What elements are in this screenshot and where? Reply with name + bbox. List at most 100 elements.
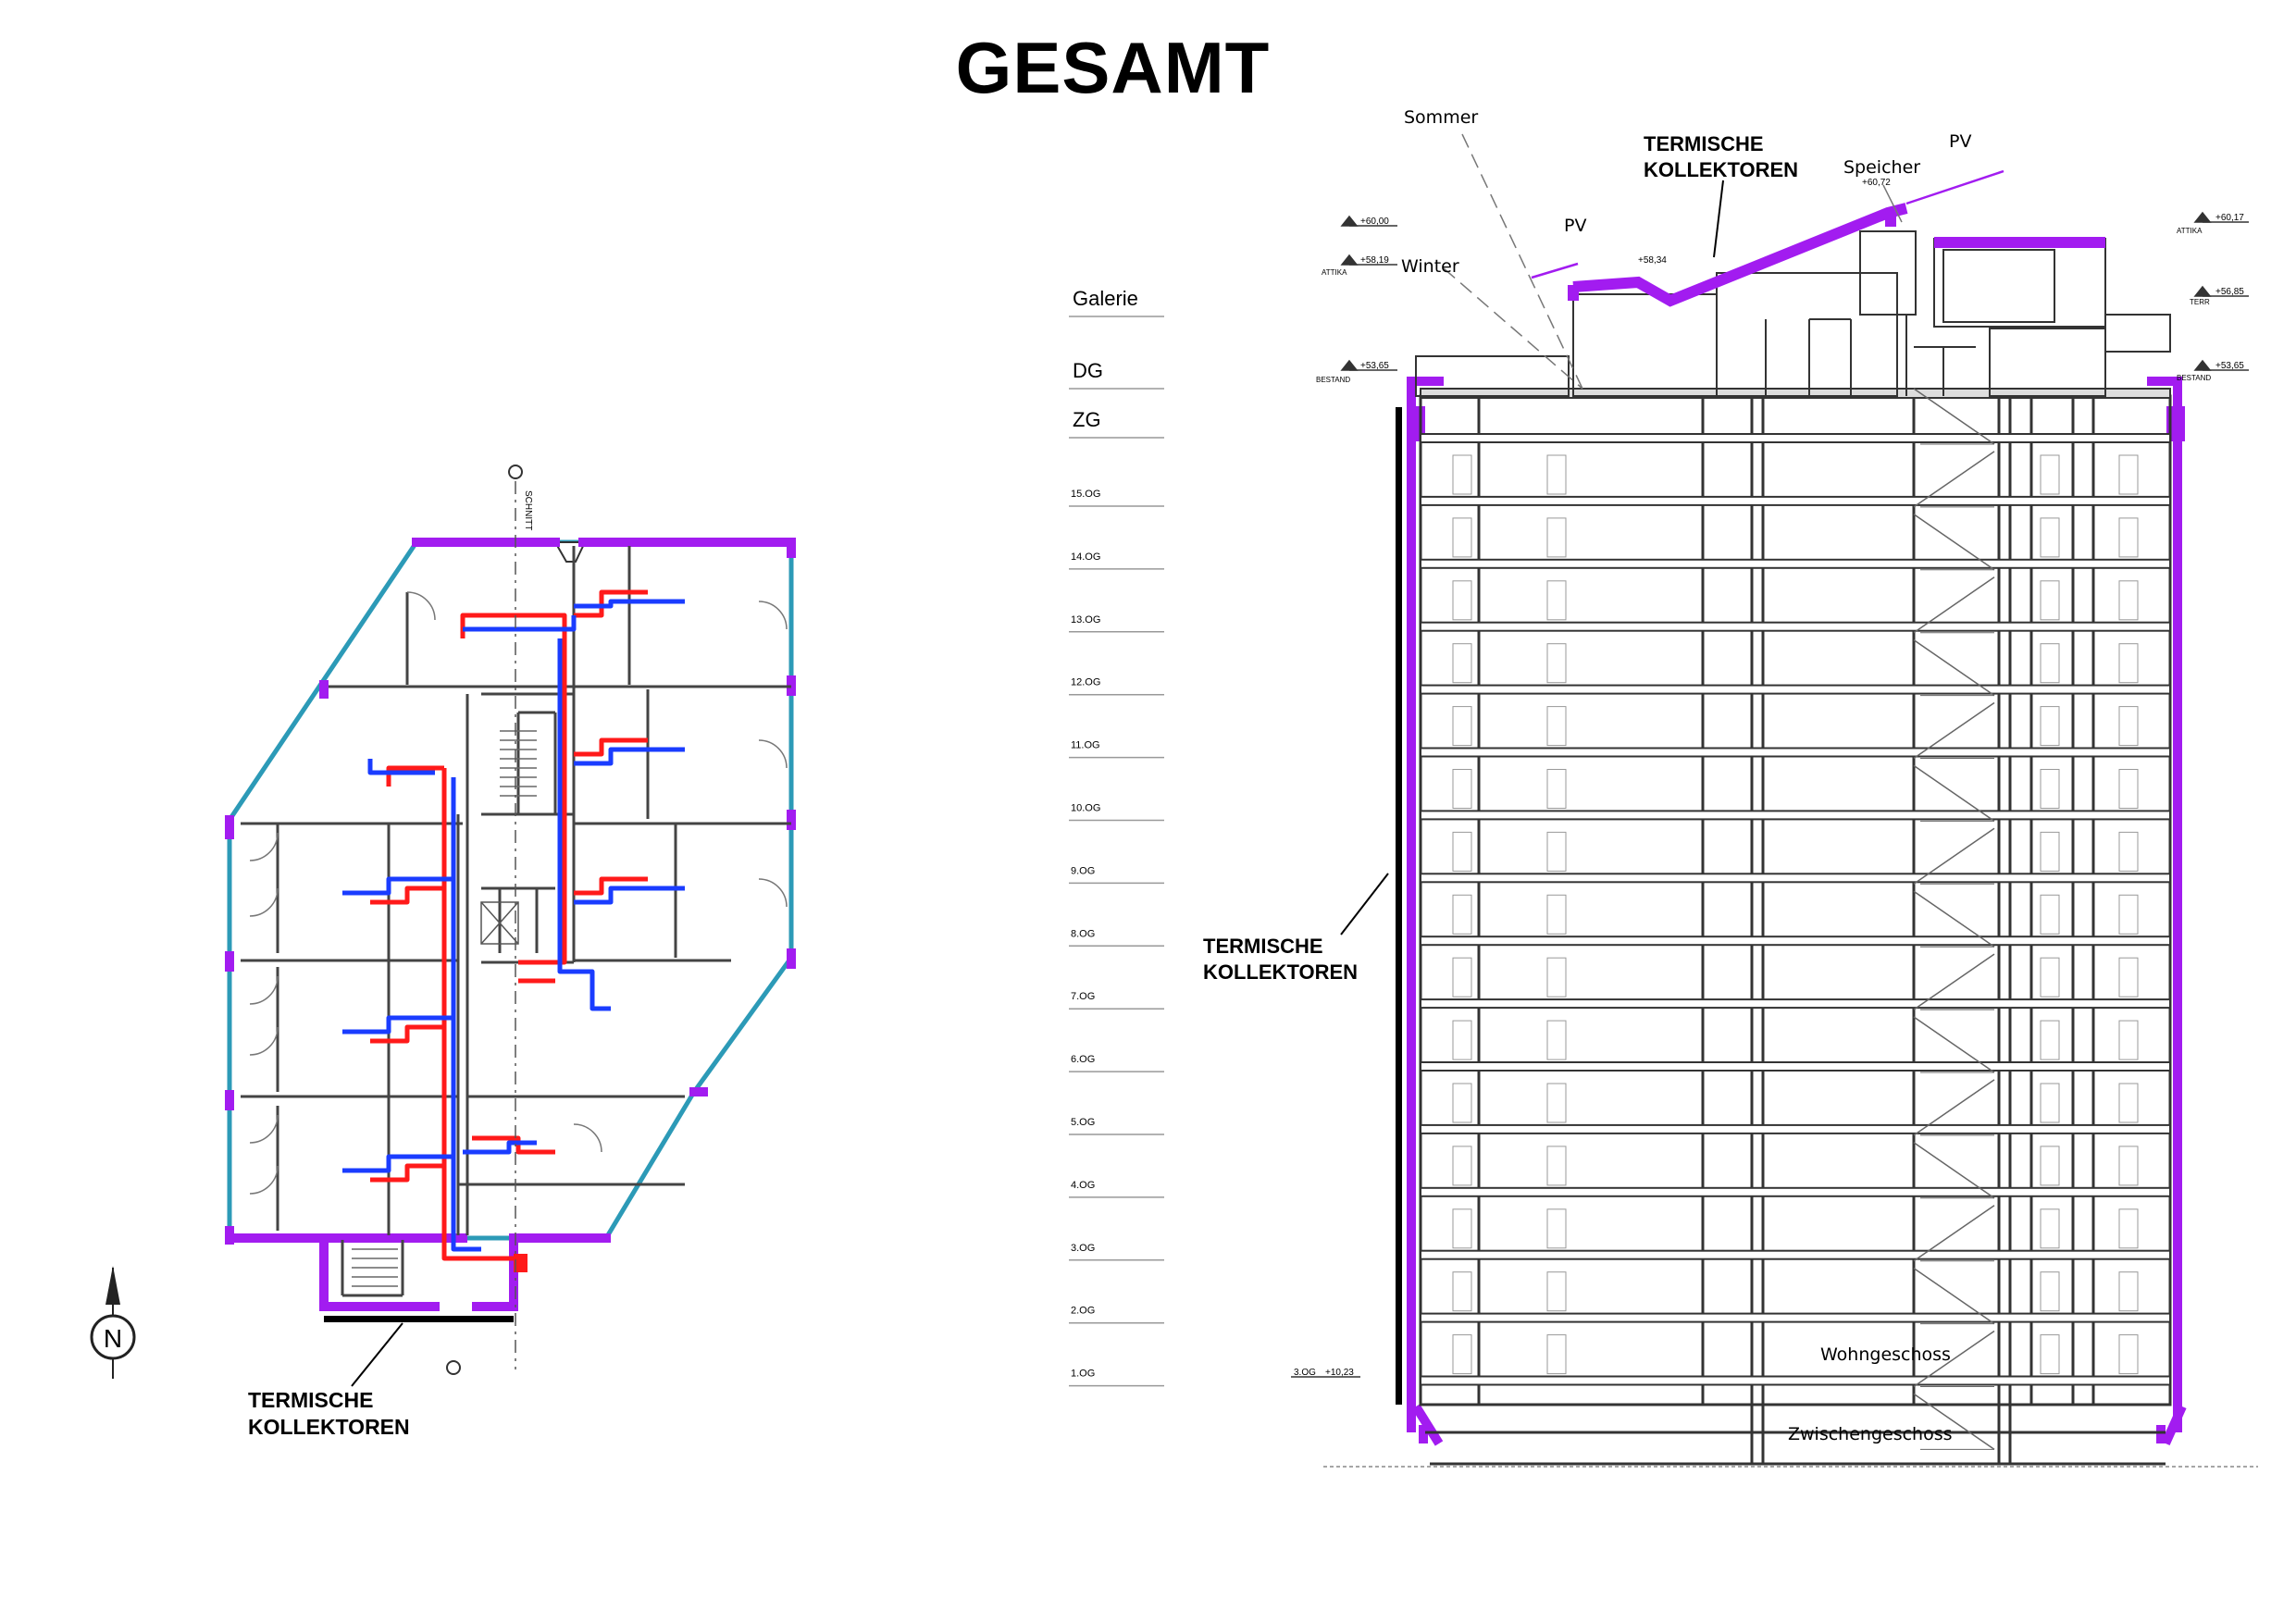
level-label-9: 9.OG <box>1071 865 1095 876</box>
door-mark <box>1452 1146 1472 1186</box>
door-mark <box>2040 1208 2060 1249</box>
magenta-edges <box>225 538 796 1311</box>
floor-slab <box>1420 747 2171 758</box>
door-mark <box>2040 894 2060 935</box>
stair-flight <box>1913 1079 1995 1136</box>
floor-slab <box>1420 998 2171 1010</box>
door-mark <box>1452 769 1472 809</box>
floor-slab <box>1420 810 2171 821</box>
floor-slab <box>1420 433 2171 443</box>
door-mark <box>1452 454 1472 495</box>
elev-e4: +58,34 <box>1638 255 1667 266</box>
door-mark <box>2040 706 2060 747</box>
elev-e8: +53,65 <box>2215 361 2244 371</box>
elev-tag-attika-l: ATTIKA <box>1322 268 1347 277</box>
door-mark <box>2118 580 2139 621</box>
facade-collector-label-1: TERMISCHE <box>1203 935 1323 958</box>
door-mark <box>2040 769 2060 809</box>
stair-flight <box>1913 1142 1995 1199</box>
elev-e3: +53,65 <box>1360 361 1389 371</box>
door-marks <box>1452 454 2139 1375</box>
door-mark <box>2118 894 2139 935</box>
building-section: GalerieDGZG15.OG14.OG13.OG12.OG11.OG10.O… <box>1069 107 2258 1468</box>
door-mark <box>2118 1271 2139 1312</box>
page-title: GESAMT <box>955 27 1271 108</box>
level-label-4: 14.OG <box>1071 551 1100 563</box>
level-label-10: 8.OG <box>1071 928 1095 939</box>
floor-slab <box>1420 1186 2171 1197</box>
door-mark <box>1452 517 1472 558</box>
door-mark <box>2118 1083 2139 1123</box>
north-label: N <box>104 1324 122 1353</box>
door-mark <box>1546 706 1567 747</box>
level-label-16: 2.OG <box>1071 1306 1095 1317</box>
door-mark <box>2118 517 2139 558</box>
sun-speicher-line <box>1882 184 1903 223</box>
floor-slab <box>1420 1375 2171 1386</box>
elev-e1: +60,00 <box>1360 217 1389 227</box>
sun-summer-line <box>1461 133 1583 390</box>
sun-winter-line <box>1443 267 1583 390</box>
door-mark <box>1546 1083 1567 1123</box>
door-mark <box>1546 1208 1567 1249</box>
stair-flight <box>1913 701 1995 760</box>
floor-slab <box>1420 1061 2171 1072</box>
stair-flight <box>1913 1016 1995 1073</box>
level-label-7: 11.OG <box>1071 740 1100 751</box>
stair-flight <box>1913 1267 1995 1325</box>
door-mark <box>1546 894 1567 935</box>
roof-pv-right <box>1905 169 2004 205</box>
floor-slabs <box>1420 388 2171 1386</box>
door-mark <box>1452 1020 1472 1060</box>
door-mark <box>1546 1271 1567 1312</box>
door-mark <box>1452 580 1472 621</box>
door-mark <box>1452 1334 1472 1375</box>
stair-flights <box>1913 388 1995 1451</box>
elevation-ticks <box>1291 211 2258 1468</box>
floor-slab <box>1420 1123 2171 1134</box>
roof-slab <box>1420 388 2171 399</box>
level-label-17: 1.OG <box>1071 1369 1095 1380</box>
supply-pipes <box>370 589 648 1261</box>
elev-tag-bestand-l: BESTAND <box>1316 376 1350 384</box>
roof-collector-label-1: TERMISCHE <box>1644 132 1764 155</box>
label-wohngeschoss: Wohngeschoss <box>1820 1344 1951 1365</box>
label-pv-right: PV <box>1949 131 1971 152</box>
door-mark <box>2118 1020 2139 1060</box>
label-sommer: Sommer <box>1404 107 1478 128</box>
door-mark <box>1452 957 1472 997</box>
top-notch <box>553 541 587 563</box>
facade-magenta <box>1407 377 2187 1446</box>
door-mark <box>2118 1146 2139 1186</box>
door-mark <box>2118 957 2139 997</box>
facade-collector-label-2: KOLLEKTOREN <box>1203 960 1358 984</box>
door-mark <box>2118 643 2139 684</box>
floor-slab <box>1420 1312 2171 1323</box>
stair-flight <box>1913 953 1995 1010</box>
door-mark <box>2040 831 2060 872</box>
return-pipes <box>342 599 685 1252</box>
level-label-13: 5.OG <box>1071 1117 1095 1128</box>
elevator-box <box>480 901 519 945</box>
door-mark <box>1452 1271 1472 1312</box>
door-mark <box>2118 769 2139 809</box>
door-mark <box>2118 1208 2139 1249</box>
level-label-0: Galerie <box>1073 287 1138 310</box>
door-mark <box>1452 894 1472 935</box>
door-mark <box>1546 1020 1567 1060</box>
roof-collector-label-2: KOLLEKTOREN <box>1644 158 1798 181</box>
door-mark <box>1546 957 1567 997</box>
level-label-3: 15.OG <box>1071 489 1100 500</box>
label-speicher: Speicher <box>1843 157 1920 178</box>
floor-plan: SCHNITT N TERMISCHE KOLLEKTOREN <box>90 465 796 1439</box>
level-label-12: 6.OG <box>1071 1054 1095 1065</box>
stair-flight <box>1913 890 1995 948</box>
door-mark <box>2118 831 2139 872</box>
label-winter: Winter <box>1401 256 1459 277</box>
level-label-11: 7.OG <box>1071 991 1095 1002</box>
stair-flight <box>1913 638 1995 697</box>
door-mark <box>2040 517 2060 558</box>
door-mark <box>2040 957 2060 997</box>
level-label-14: 4.OG <box>1071 1180 1095 1191</box>
